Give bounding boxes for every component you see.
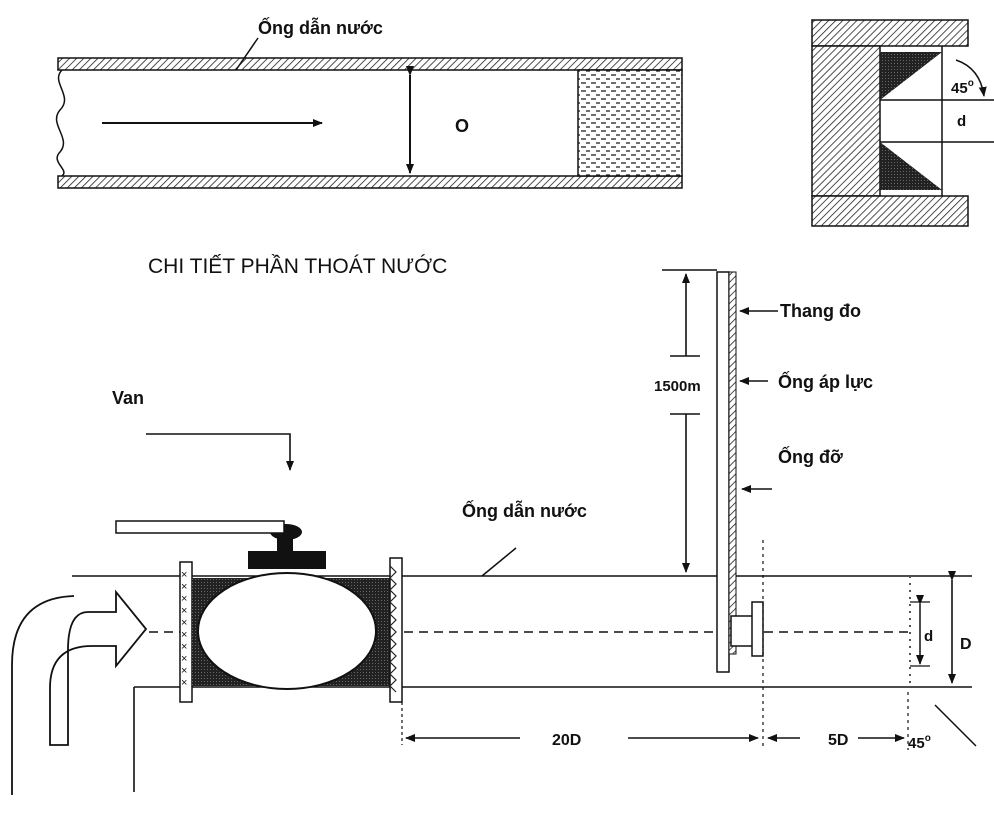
top-pipe-water-fill [577,69,683,177]
valve-right-flange [389,557,403,703]
orifice-detail-bottom-bar [811,195,969,227]
end-chamfer-line [934,704,977,747]
support-tube [716,271,730,673]
inlet-elbow [11,589,148,795]
pressure-gauge: 1500m Thang đo Ống áp lực Ống đỡ [654,269,873,673]
dim-20d-label: 20D [552,732,581,749]
orifice-hole-label: d [957,113,966,130]
orifice-lower-bevel [880,142,942,190]
valve-ball [197,572,377,690]
valve: ×××××××××× Van [112,388,403,703]
pressure-tap-flange [751,601,764,657]
valve-handle [115,520,285,534]
pipe-label: Ống dẫn nước [462,500,587,521]
valve-left-flange-marks: ×××××××××× [181,569,187,689]
top-pipe-diameter-label: O [455,116,469,136]
top-pipe: O Ống dẫn nước [55,17,683,189]
inlet-outer-curve [11,595,75,795]
valve-label-arrow [146,433,294,471]
orifice-detail: 45o d [811,19,994,227]
top-pipe-upper-wall [57,57,683,71]
orifice-angle-label: 45o [951,78,974,97]
valve-label: Van [112,388,144,408]
orifice-d-label: d [924,628,933,645]
top-pipe-lower-wall [57,175,683,189]
orifice-angle-arc [955,59,987,97]
dim-5d-label: 5D [828,732,848,749]
top-pipe-break-line [55,69,66,177]
scale-label: Thang đo [780,301,861,321]
orifice-upper-bevel [880,52,942,100]
orifice-detail-left-wall [811,45,881,197]
section-title: CHI TIẾT PHẦN THOÁT NƯỚC [148,255,447,278]
pressure-tap-body [730,615,754,647]
height-label: 1500m [654,378,701,395]
support-tube-label: Ống đỡ [778,446,843,467]
end-angle-label: 45o [908,733,931,752]
top-pipe-label: Ống dẫn nước [258,17,383,38]
valve-bonnet [248,551,326,569]
orifice-detail-top-bar [811,19,969,47]
inlet-flow-arrow [49,589,148,746]
scale-strip [728,271,737,655]
pipe-label-leader [481,547,517,577]
pressure-tube-label: Ống áp lực [778,371,873,392]
pipe-D-label: D [960,636,972,653]
valve-right-flange-teeth [389,565,397,693]
top-pipe-label-leader [235,37,259,71]
